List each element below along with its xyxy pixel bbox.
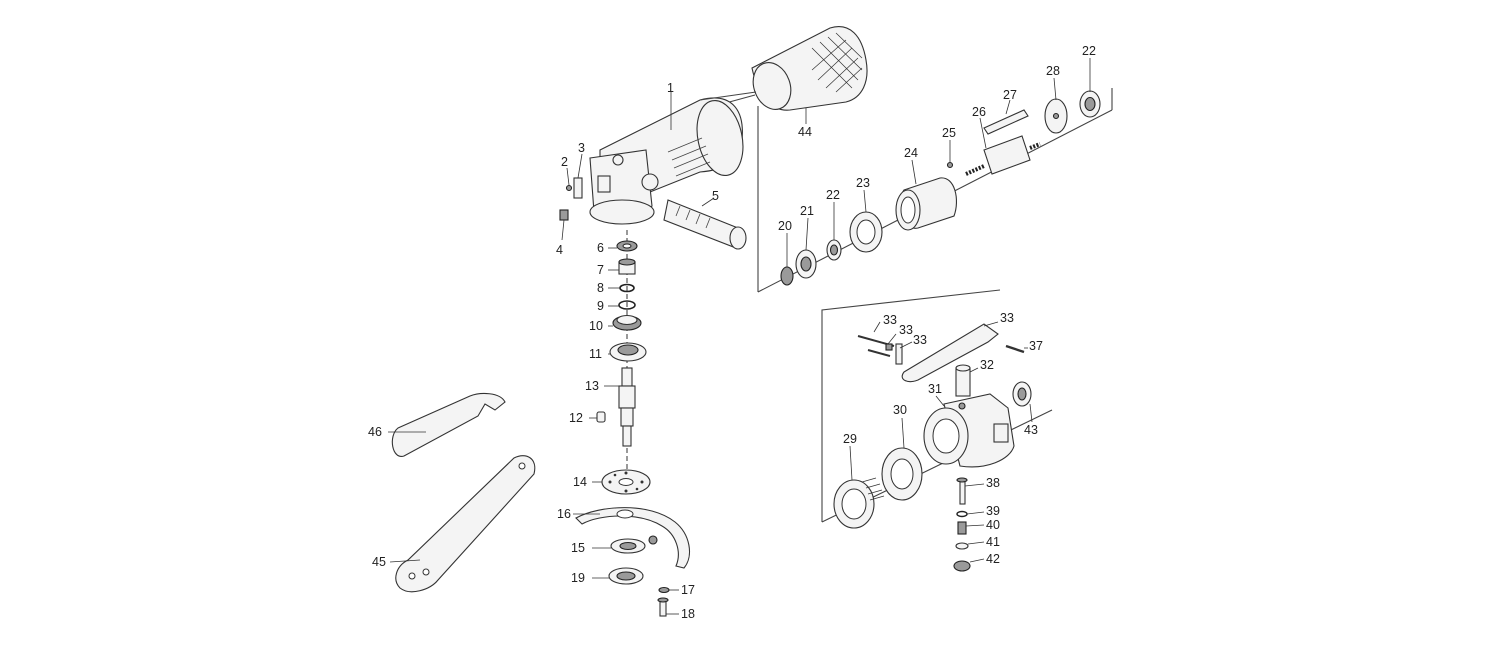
part-46-open-wrench xyxy=(388,392,506,457)
part-number-labels: 1 2 3 4 5 6 7 8 9 10 11 12 13 14 15 16 1… xyxy=(368,44,1096,621)
label-part-39: 39 xyxy=(986,504,1000,518)
label-part-19: 19 xyxy=(571,571,585,585)
part-7-nut xyxy=(608,258,636,275)
label-part-21: 21 xyxy=(800,204,814,218)
label-part-30: 30 xyxy=(893,403,907,417)
part-22-bearing-front xyxy=(826,202,842,261)
part-8-ring xyxy=(608,283,635,293)
label-part-46: 46 xyxy=(368,425,382,439)
label-part-33-c: 33 xyxy=(913,333,927,347)
label-part-15: 15 xyxy=(571,541,585,555)
part-28-rear-plate xyxy=(1044,77,1068,134)
label-part-45: 45 xyxy=(372,555,386,569)
part-38-valve-rod xyxy=(956,477,985,505)
label-part-8: 8 xyxy=(597,281,604,295)
label-part-33-d: 33 xyxy=(1000,311,1014,325)
label-part-14: 14 xyxy=(573,475,587,489)
part-41-washer xyxy=(955,541,985,550)
part-15-bearing xyxy=(592,538,646,554)
part-32-valve-stem xyxy=(955,364,979,397)
label-part-22-front: 22 xyxy=(826,188,840,202)
part-40-spring xyxy=(957,521,985,535)
part-44-handle-sleeve xyxy=(751,26,868,124)
label-part-16: 16 xyxy=(557,507,571,521)
label-part-37: 37 xyxy=(1029,339,1043,353)
part-3-lock-plate xyxy=(573,153,583,199)
label-part-22-rear: 22 xyxy=(1082,44,1096,58)
label-part-40: 40 xyxy=(986,518,1000,532)
part-4-screw xyxy=(559,209,569,241)
label-part-25: 25 xyxy=(942,126,956,140)
label-part-29: 29 xyxy=(843,432,857,446)
label-part-38: 38 xyxy=(986,476,1000,490)
part-11-bearing xyxy=(608,342,647,362)
part-23-front-plate xyxy=(849,189,883,253)
label-part-12: 12 xyxy=(569,411,583,425)
label-part-1: 1 xyxy=(667,81,674,95)
part-22-bearing-rear xyxy=(1079,58,1101,118)
part-2-screw xyxy=(565,167,573,192)
part-14-disc-flange xyxy=(592,469,651,495)
label-part-31: 31 xyxy=(928,382,942,396)
label-part-7: 7 xyxy=(597,263,604,277)
part-17-washer xyxy=(658,586,679,594)
part-13-spindle xyxy=(604,367,636,447)
part-20-spring xyxy=(780,233,794,286)
part-1-gear-housing-body xyxy=(589,91,757,225)
label-part-23: 23 xyxy=(856,176,870,190)
label-part-6: 6 xyxy=(597,241,604,255)
label-part-17: 17 xyxy=(681,583,695,597)
part-33-trigger-lever xyxy=(901,321,999,383)
label-part-33-a: 33 xyxy=(883,313,897,327)
part-21-bearing xyxy=(795,217,817,279)
label-part-3: 3 xyxy=(578,141,585,155)
part-31-rear-housing xyxy=(923,393,1015,468)
label-part-20: 20 xyxy=(778,219,792,233)
part-9-ring xyxy=(608,300,636,310)
part-45-pin-wrench xyxy=(389,455,536,593)
label-part-10: 10 xyxy=(589,319,603,333)
part-24-cylinder xyxy=(895,159,958,231)
part-6-washer xyxy=(608,240,638,252)
part-42-plug xyxy=(953,558,985,572)
label-part-27: 27 xyxy=(1003,88,1017,102)
label-part-9: 9 xyxy=(597,299,604,313)
label-part-33-b: 33 xyxy=(899,323,913,337)
label-part-5: 5 xyxy=(712,189,719,203)
part-29-exhaust-ring xyxy=(833,445,885,529)
label-part-13: 13 xyxy=(585,379,599,393)
part-43-air-inlet xyxy=(1012,381,1033,423)
label-part-32: 32 xyxy=(980,358,994,372)
part-19-bearing xyxy=(592,567,644,585)
part-27-rotor-blade xyxy=(983,99,1029,135)
label-part-11: 11 xyxy=(589,347,602,361)
part-5-side-handle xyxy=(663,197,747,250)
label-part-2: 2 xyxy=(561,155,568,169)
part-25-pin xyxy=(946,140,954,169)
label-part-41: 41 xyxy=(986,535,1000,549)
part-39-o-ring xyxy=(956,510,985,518)
label-part-18: 18 xyxy=(681,607,695,621)
label-part-28: 28 xyxy=(1046,64,1060,78)
label-part-4: 4 xyxy=(556,243,563,257)
part-26-rotor xyxy=(965,117,1041,176)
part-10-bevel-gear xyxy=(608,314,642,331)
part-33-pins-and-pivot xyxy=(857,321,913,365)
part-18-screw xyxy=(657,597,679,617)
label-part-43: 43 xyxy=(1024,423,1038,437)
label-part-26: 26 xyxy=(972,105,986,119)
part-37-pin xyxy=(1005,344,1028,354)
part-30-nut xyxy=(881,417,923,501)
part-16-wheel-guard xyxy=(573,507,691,569)
label-part-24: 24 xyxy=(904,146,918,160)
label-part-44: 44 xyxy=(798,125,812,139)
label-part-42: 42 xyxy=(986,552,1000,566)
part-12-key xyxy=(589,411,606,423)
